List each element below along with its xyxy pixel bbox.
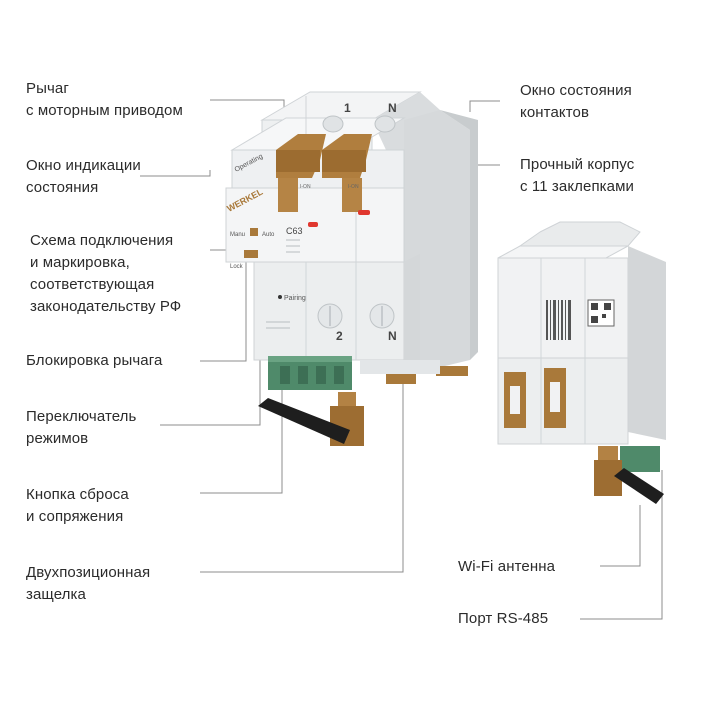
callout-wifi-antenna: Wi-Fi антенна [458, 558, 556, 575]
callout-reset-button: Кнопка сброса и сопряжения [26, 486, 129, 525]
callout-mode-switch: Переключатель режимов [26, 408, 137, 447]
rear-breaker [497, 221, 666, 504]
callout-lever: Рычаг с моторным приводом [26, 80, 183, 119]
pole-label-bottom-n: N [388, 329, 397, 343]
callout-rs485-port: Порт RS-485 [458, 610, 549, 627]
callout-latch: Двухпозиционная защелка [26, 564, 151, 603]
leader-lines [140, 99, 663, 620]
on-mark-2: I-ON [348, 184, 359, 190]
pairing-label: Pairing [284, 295, 306, 302]
callout-status-window: Окно индикации состояния [26, 157, 141, 196]
lock-label: Lock [230, 264, 244, 270]
on-mark-1: I-ON [300, 184, 311, 190]
callout-lever-lock: Блокировка рычага [26, 352, 163, 369]
callout-housing: Прочный корпус с 11 заклепками [520, 156, 635, 195]
auto-label: Auto [262, 232, 275, 238]
pole-label-bottom-2: 2 [336, 329, 343, 343]
callout-contact-window: Окно состояния контактов [520, 82, 632, 121]
manu-label: Manu [230, 232, 245, 238]
callout-wiring-diagram: Схема подключения и маркировка, соответс… [30, 232, 182, 315]
main-breaker [225, 91, 478, 446]
pole-label-top-1: 1 [344, 101, 351, 115]
pole-label-top-n: N [388, 101, 397, 115]
rating-label: C63 [286, 226, 303, 236]
